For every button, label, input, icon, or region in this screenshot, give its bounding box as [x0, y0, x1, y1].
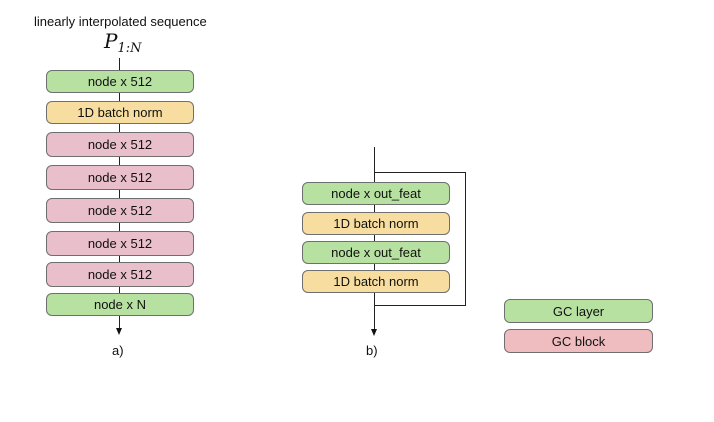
- b-output-arrow-icon: [371, 329, 377, 336]
- b-connector: [374, 205, 375, 212]
- legend-gc-layer: GC layer: [504, 299, 653, 323]
- a-connector: [119, 124, 120, 132]
- b-skip-top: [374, 172, 466, 173]
- symbol-subscript: 1:N: [117, 41, 142, 56]
- b-input-line: [374, 147, 375, 182]
- a-layer-1: node x 512: [46, 70, 194, 93]
- a-connector: [119, 190, 120, 198]
- caption-b: b): [366, 343, 378, 358]
- b-layer-2: 1D batch norm: [302, 212, 450, 235]
- a-connector: [119, 287, 120, 293]
- b-layer-4: 1D batch norm: [302, 270, 450, 293]
- a-connector: [119, 223, 120, 231]
- a-output-arrow-icon: [116, 328, 122, 335]
- a-layer-6: node x 512: [46, 231, 194, 256]
- caption-a: a): [112, 343, 124, 358]
- a-layer-7: node x 512: [46, 262, 194, 287]
- sequence-symbol: P1:N: [104, 29, 142, 56]
- a-layer-5: node x 512: [46, 198, 194, 223]
- b-skip-bottom: [374, 305, 466, 306]
- a-connector: [119, 256, 120, 262]
- symbol-base: P: [104, 29, 118, 53]
- b-connector: [374, 264, 375, 270]
- legend-gc-block: GC block: [504, 329, 653, 353]
- a-connector: [119, 157, 120, 165]
- a-output-line: [119, 316, 120, 329]
- a-layer-4: node x 512: [46, 165, 194, 190]
- sequence-title: linearly interpolated sequence: [34, 14, 207, 29]
- b-layer-3: node x out_feat: [302, 241, 450, 264]
- a-connector: [119, 93, 120, 101]
- a-layer-3: node x 512: [46, 132, 194, 157]
- b-output-line: [374, 293, 375, 330]
- b-skip-right: [465, 172, 466, 306]
- a-input-line: [119, 58, 120, 70]
- b-layer-1: node x out_feat: [302, 182, 450, 205]
- b-connector: [374, 235, 375, 241]
- a-layer-2: 1D batch norm: [46, 101, 194, 124]
- a-layer-8: node x N: [46, 293, 194, 316]
